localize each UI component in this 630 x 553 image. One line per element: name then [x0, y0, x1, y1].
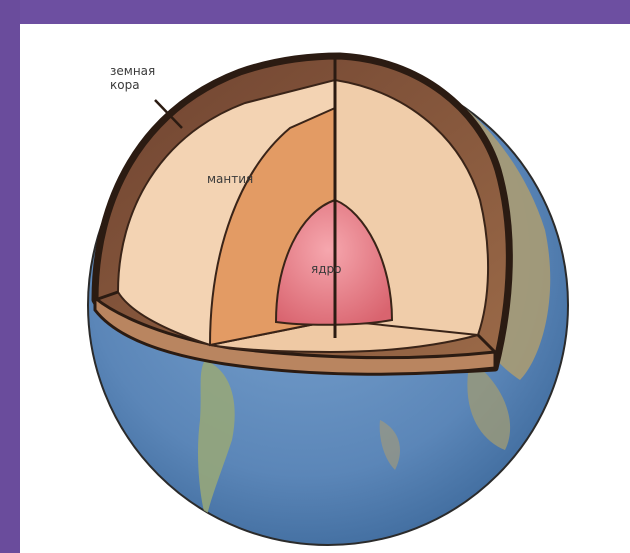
core-label: ядро — [311, 262, 341, 276]
mantle-label: мантия — [207, 172, 253, 186]
crust-label-line1: земная — [110, 64, 155, 78]
crust-label-line2: кора — [110, 78, 140, 92]
